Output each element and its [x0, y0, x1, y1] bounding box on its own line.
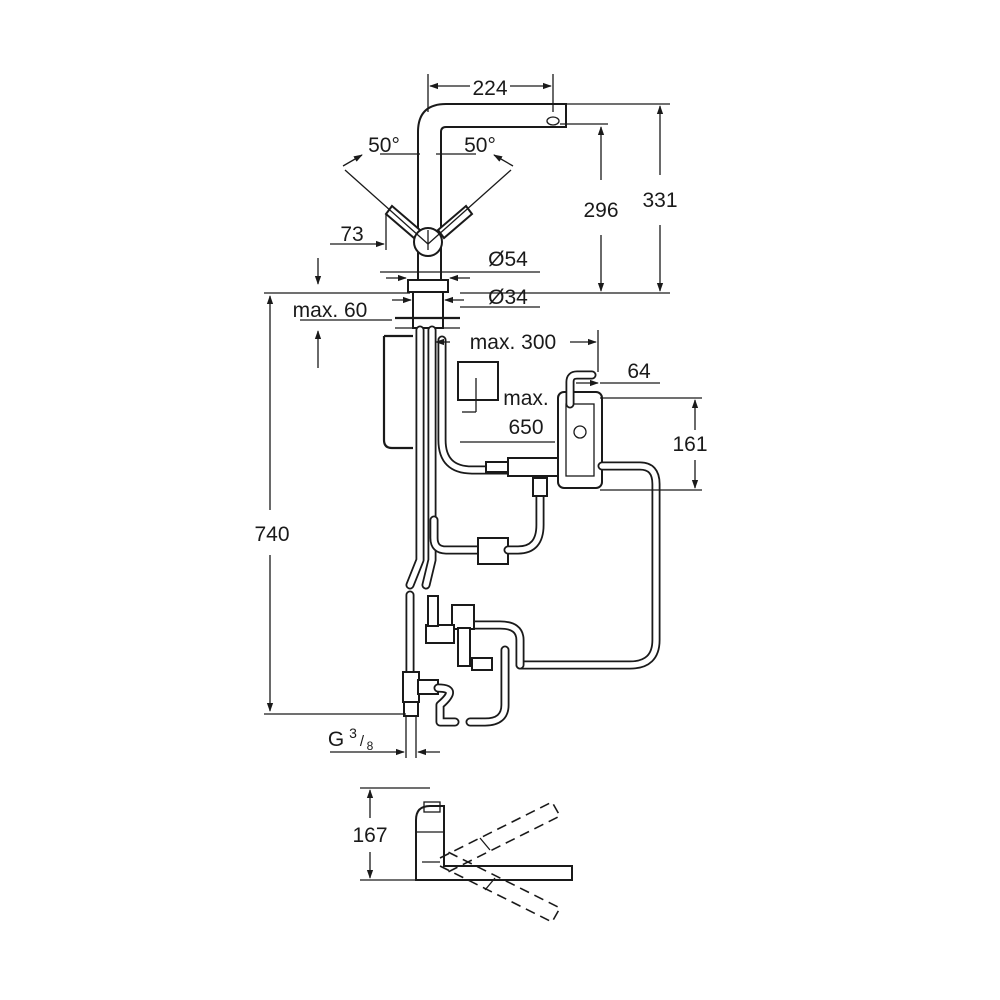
dim-lever-angle-left: 50°	[368, 134, 400, 157]
dim-thread-slash: /	[360, 733, 365, 750]
dim-thread-numerator: 3	[349, 725, 357, 741]
dim-box-distance-line1: max.	[503, 387, 549, 410]
dim-overall-height: 331	[642, 189, 677, 212]
under-counter-installation	[382, 325, 661, 758]
dim-base-diameter: Ø54	[488, 248, 528, 271]
dim-thread-prefix: G	[328, 728, 344, 751]
faucet-body	[384, 103, 567, 329]
dim-lever-offset: 73	[340, 223, 363, 246]
faucet-side-view	[360, 787, 573, 924]
dim-max-hose-distance: max. 300	[470, 331, 556, 354]
dim-thread-denominator: 8	[367, 739, 374, 753]
lever-angle-lines	[342, 153, 514, 245]
dim-total-length: 740	[254, 523, 289, 546]
dim-spout-height: 296	[583, 199, 618, 222]
dim-box-offset: 64	[627, 360, 651, 383]
dim-shank-diameter: Ø34	[488, 286, 528, 309]
dim-spout-reach: 224	[472, 77, 507, 100]
dim-lever-angle-right: 50°	[464, 134, 496, 157]
dim-box-distance-line2: 650	[508, 416, 543, 439]
dim-box-height: 161	[672, 433, 707, 456]
dimension-lines	[264, 74, 702, 756]
dim-side-height: 167	[352, 824, 387, 847]
dim-max-deck-thickness: max. 60	[293, 299, 368, 322]
